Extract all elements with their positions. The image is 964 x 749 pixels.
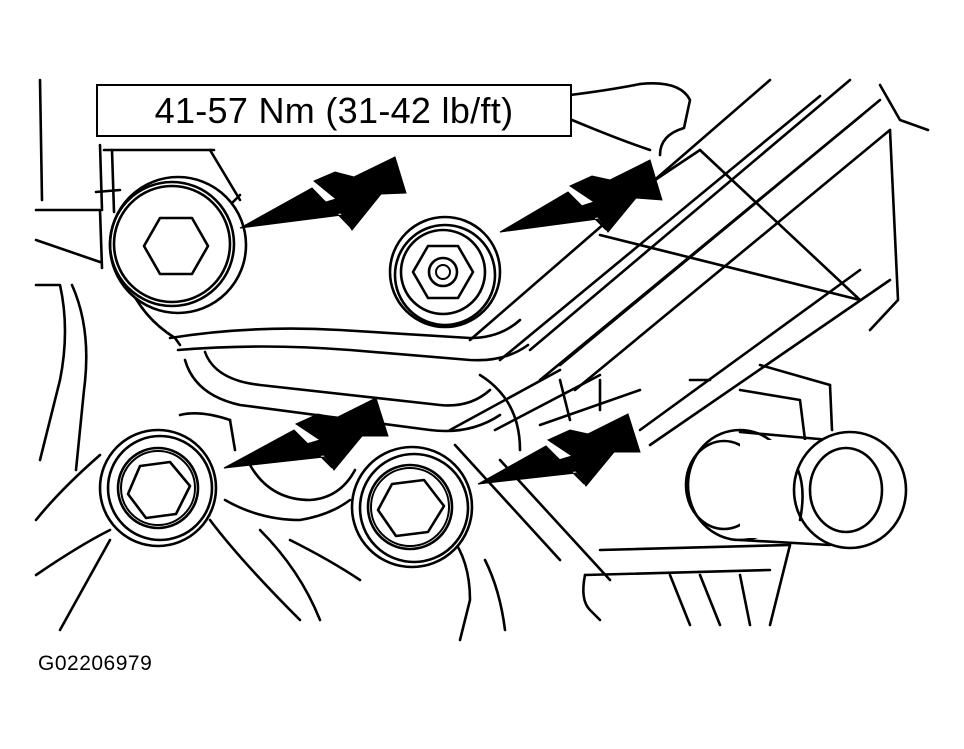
hex-bolt-icon bbox=[376, 478, 446, 538]
arrow-top-right bbox=[499, 159, 663, 233]
nut-top-right bbox=[388, 215, 502, 329]
arrow-bottom-center bbox=[477, 413, 641, 487]
bolt-bottom-left bbox=[98, 428, 218, 548]
figure-id: G02206979 bbox=[38, 652, 153, 675]
double-arrow-icon bbox=[477, 413, 641, 487]
arrow-bottom-left bbox=[223, 397, 389, 471]
bracket-outline bbox=[34, 78, 930, 642]
shaft-assembly bbox=[684, 428, 908, 550]
double-arrow-icon bbox=[499, 159, 663, 233]
bolt-bottom-center bbox=[350, 445, 474, 569]
bolt-top-left bbox=[108, 175, 248, 315]
hex-bolt-icon bbox=[142, 216, 210, 276]
double-arrow-icon bbox=[223, 397, 389, 471]
hex-bolt-icon bbox=[126, 460, 192, 520]
arrow-top-left bbox=[239, 156, 407, 231]
torque-spec-label: 41-57 Nm (31-42 lb/ft) bbox=[96, 84, 572, 137]
hex-nut-icon bbox=[411, 244, 475, 300]
double-arrow-icon bbox=[239, 156, 407, 231]
